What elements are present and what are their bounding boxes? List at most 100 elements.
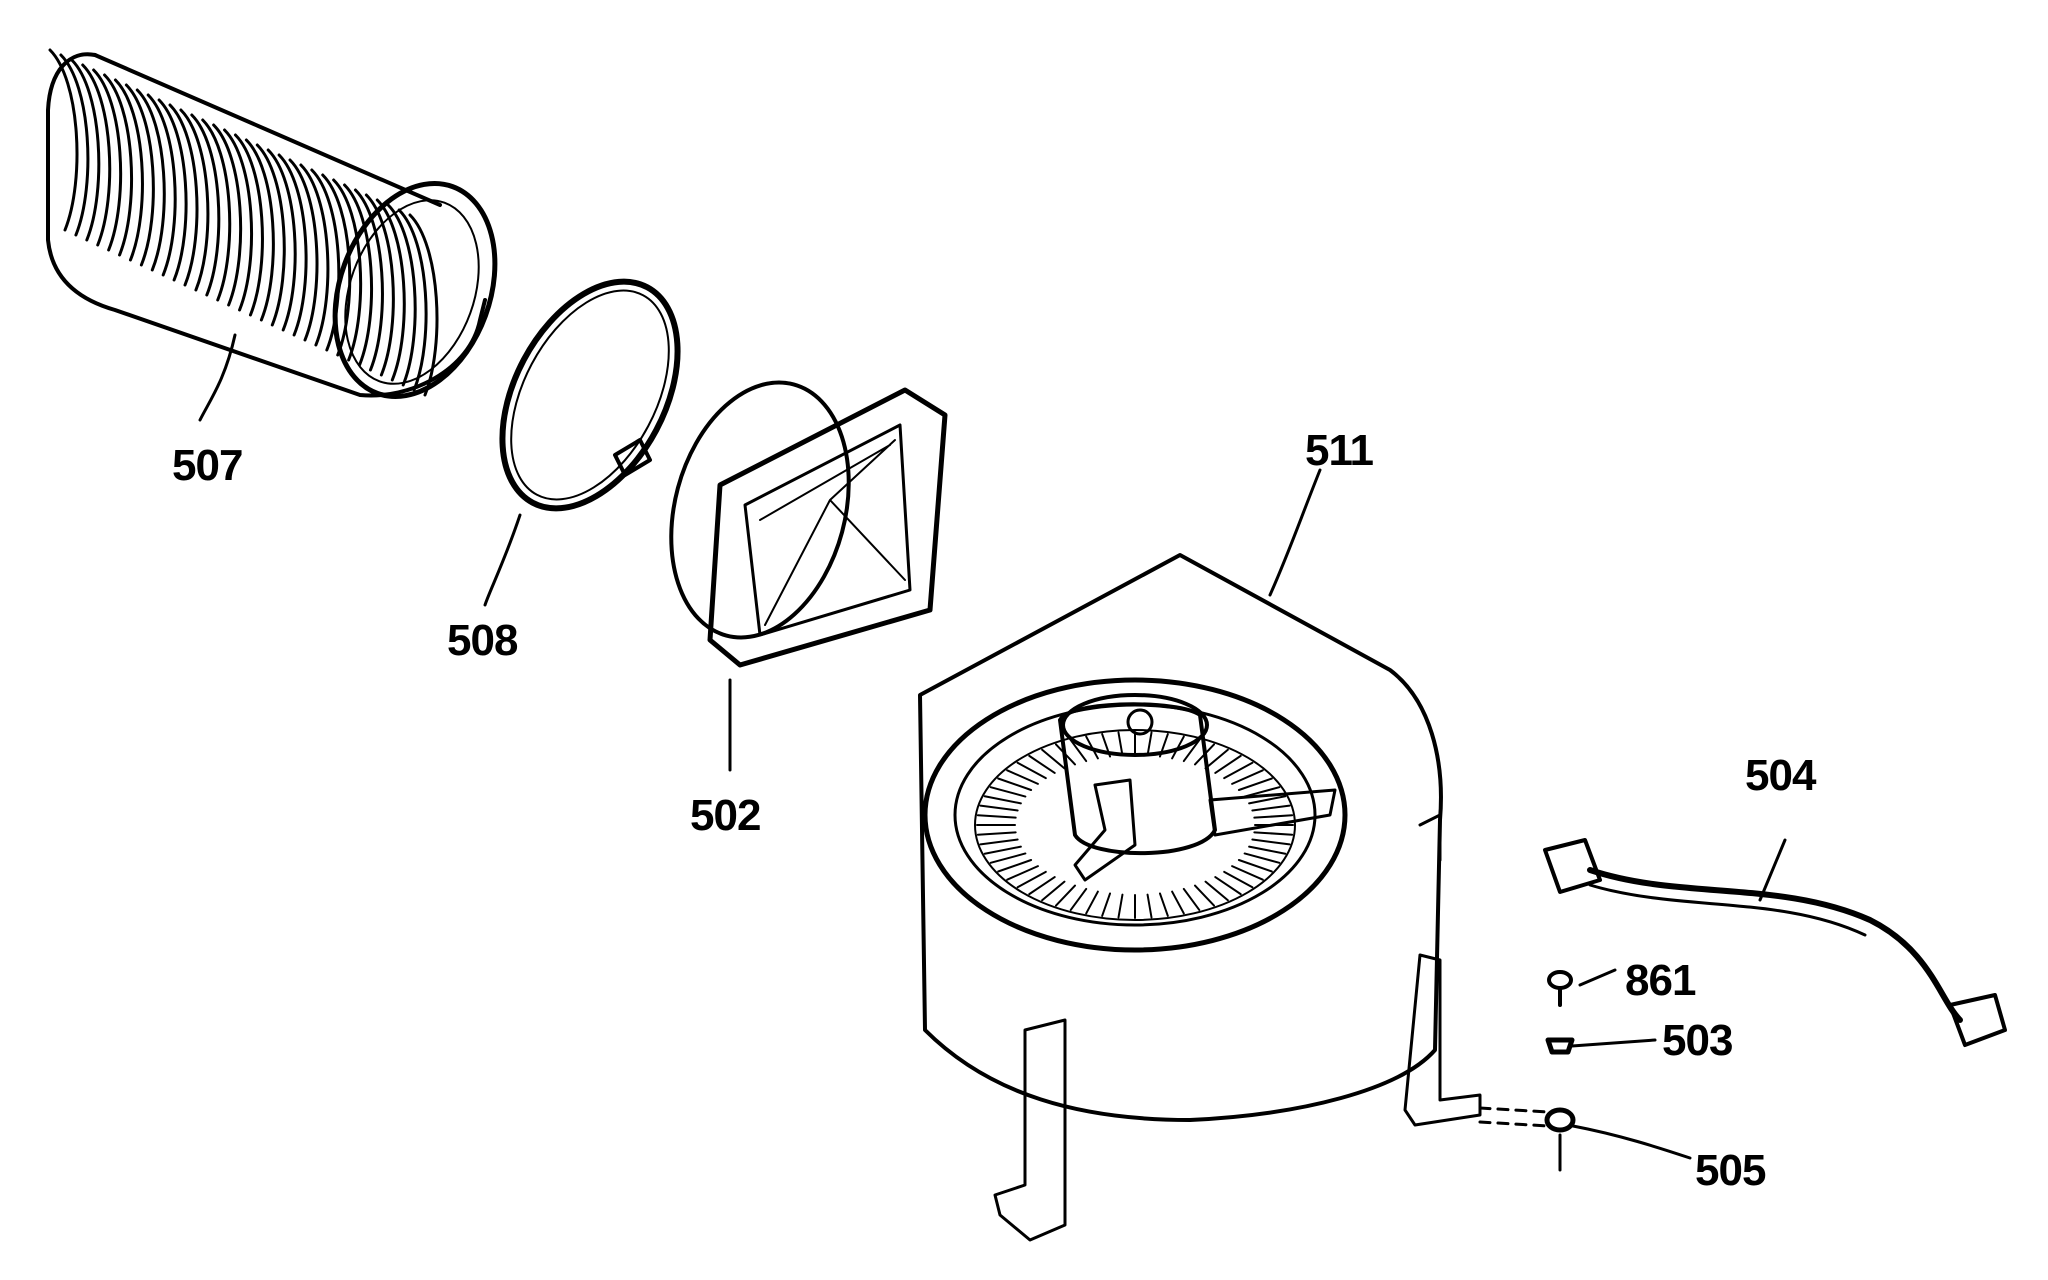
wheel-blade	[1006, 769, 1039, 785]
duct-adaptor-502	[669, 380, 948, 668]
wheel-blade	[1028, 876, 1056, 896]
duct-rib	[48, 48, 79, 232]
wheel-blade	[1146, 731, 1153, 757]
leader-505	[1571, 1124, 1692, 1160]
duct-rib	[135, 88, 166, 272]
part-label-861: 861	[1625, 956, 1696, 1005]
duct-rib	[81, 63, 112, 247]
duct-rib	[59, 53, 90, 237]
wheel-blade	[1016, 870, 1047, 889]
wheel-blade	[1041, 748, 1066, 770]
duct-rib	[244, 138, 275, 322]
hose-clamp-508	[499, 278, 681, 512]
wheel-blade	[1006, 865, 1039, 881]
duct-rib	[353, 188, 384, 372]
leader-lines	[198, 333, 1787, 1160]
wheel-blade	[1223, 761, 1254, 780]
wheel-blade	[1204, 880, 1229, 902]
duct-rib	[70, 58, 101, 242]
duct-rib	[386, 203, 417, 387]
duct-rib	[277, 153, 308, 337]
wire-harness-504	[1543, 838, 2007, 1047]
leader-861	[1578, 968, 1617, 987]
wheel-blade	[1041, 880, 1066, 902]
wheel-blade	[1117, 731, 1124, 757]
duct-rib	[146, 93, 177, 277]
leader-503	[1570, 1038, 1657, 1048]
wheel-blade	[1182, 739, 1201, 763]
duct-rib	[266, 148, 297, 332]
duct-rib	[233, 133, 264, 317]
duct-rib	[310, 168, 341, 352]
wheel-blade	[1231, 769, 1264, 785]
blower-assembly-511	[918, 553, 1482, 1242]
wheel-blade	[1055, 884, 1076, 907]
wheel-blade	[1194, 884, 1215, 907]
duct-rib	[321, 173, 352, 357]
leader-508	[483, 513, 522, 607]
duct-rib	[255, 143, 286, 327]
wheel-blade	[1251, 804, 1291, 812]
wheel-blade	[1248, 795, 1287, 805]
wheel-blade	[1214, 876, 1242, 896]
wheel-blade	[1253, 831, 1294, 836]
wheel-blade	[997, 859, 1033, 873]
leader-504	[1758, 838, 1787, 902]
wheel-blade	[1223, 870, 1254, 889]
duct-rib	[343, 183, 374, 367]
duct-rib	[299, 163, 330, 347]
flexible-duct-507	[46, 48, 498, 400]
wheel-blade	[1237, 859, 1273, 873]
leader-511	[1268, 468, 1322, 597]
duct-rib	[223, 128, 254, 312]
wheel-blade	[1231, 865, 1264, 881]
wheel-blade	[976, 831, 1017, 836]
wheel-blade	[1028, 754, 1056, 774]
wheel-blade	[979, 804, 1019, 812]
wheel-blade	[1069, 739, 1088, 763]
part-label-508: 508	[447, 616, 518, 665]
wheel-blade	[979, 838, 1019, 846]
duct-rib	[113, 78, 144, 262]
duct-rib	[103, 73, 134, 257]
wheel-blade	[983, 795, 1022, 805]
part-label-502: 502	[690, 791, 760, 840]
wheel-blade	[1069, 887, 1088, 911]
fastener-stack	[1478, 970, 1576, 1172]
wheel-blade	[976, 814, 1017, 819]
duct-rib	[332, 178, 363, 362]
wheel-blade	[1237, 777, 1273, 791]
wheel-blade	[989, 786, 1027, 798]
wheel-blade	[1248, 845, 1287, 855]
wheel-blade	[1158, 892, 1169, 917]
wheel-blade	[1253, 814, 1294, 819]
wheel-blade	[1016, 761, 1047, 780]
duct-rib	[375, 198, 406, 382]
wheel-blade	[997, 777, 1033, 791]
duct-rib	[201, 118, 232, 302]
wheel-blade	[1214, 754, 1242, 774]
duct-rib	[364, 193, 395, 377]
duct-rib	[168, 103, 199, 287]
wheel-blade	[983, 845, 1022, 855]
wheel-blade	[1085, 890, 1099, 915]
duct-rib	[212, 123, 243, 307]
part-label-507: 507	[172, 441, 242, 490]
wheel-blade	[1117, 893, 1124, 919]
duct-rib	[408, 213, 439, 397]
wheel-blade	[1101, 892, 1112, 917]
wheel-blade	[1171, 890, 1185, 915]
wheel-blade	[1146, 893, 1153, 919]
part-label-504: 504	[1745, 751, 1817, 800]
duct-rib	[288, 158, 319, 342]
leader-507	[198, 333, 237, 422]
part-labels: 507 508 502 511 504 861 503 505	[172, 426, 1818, 1195]
wheel-blade	[1182, 887, 1201, 911]
wheel-blade	[989, 852, 1027, 864]
wheel-blade	[1243, 852, 1281, 864]
duct-rib	[157, 98, 188, 282]
wheel-blade	[1251, 838, 1291, 846]
duct-rib	[124, 83, 155, 267]
duct-rib	[92, 68, 123, 252]
